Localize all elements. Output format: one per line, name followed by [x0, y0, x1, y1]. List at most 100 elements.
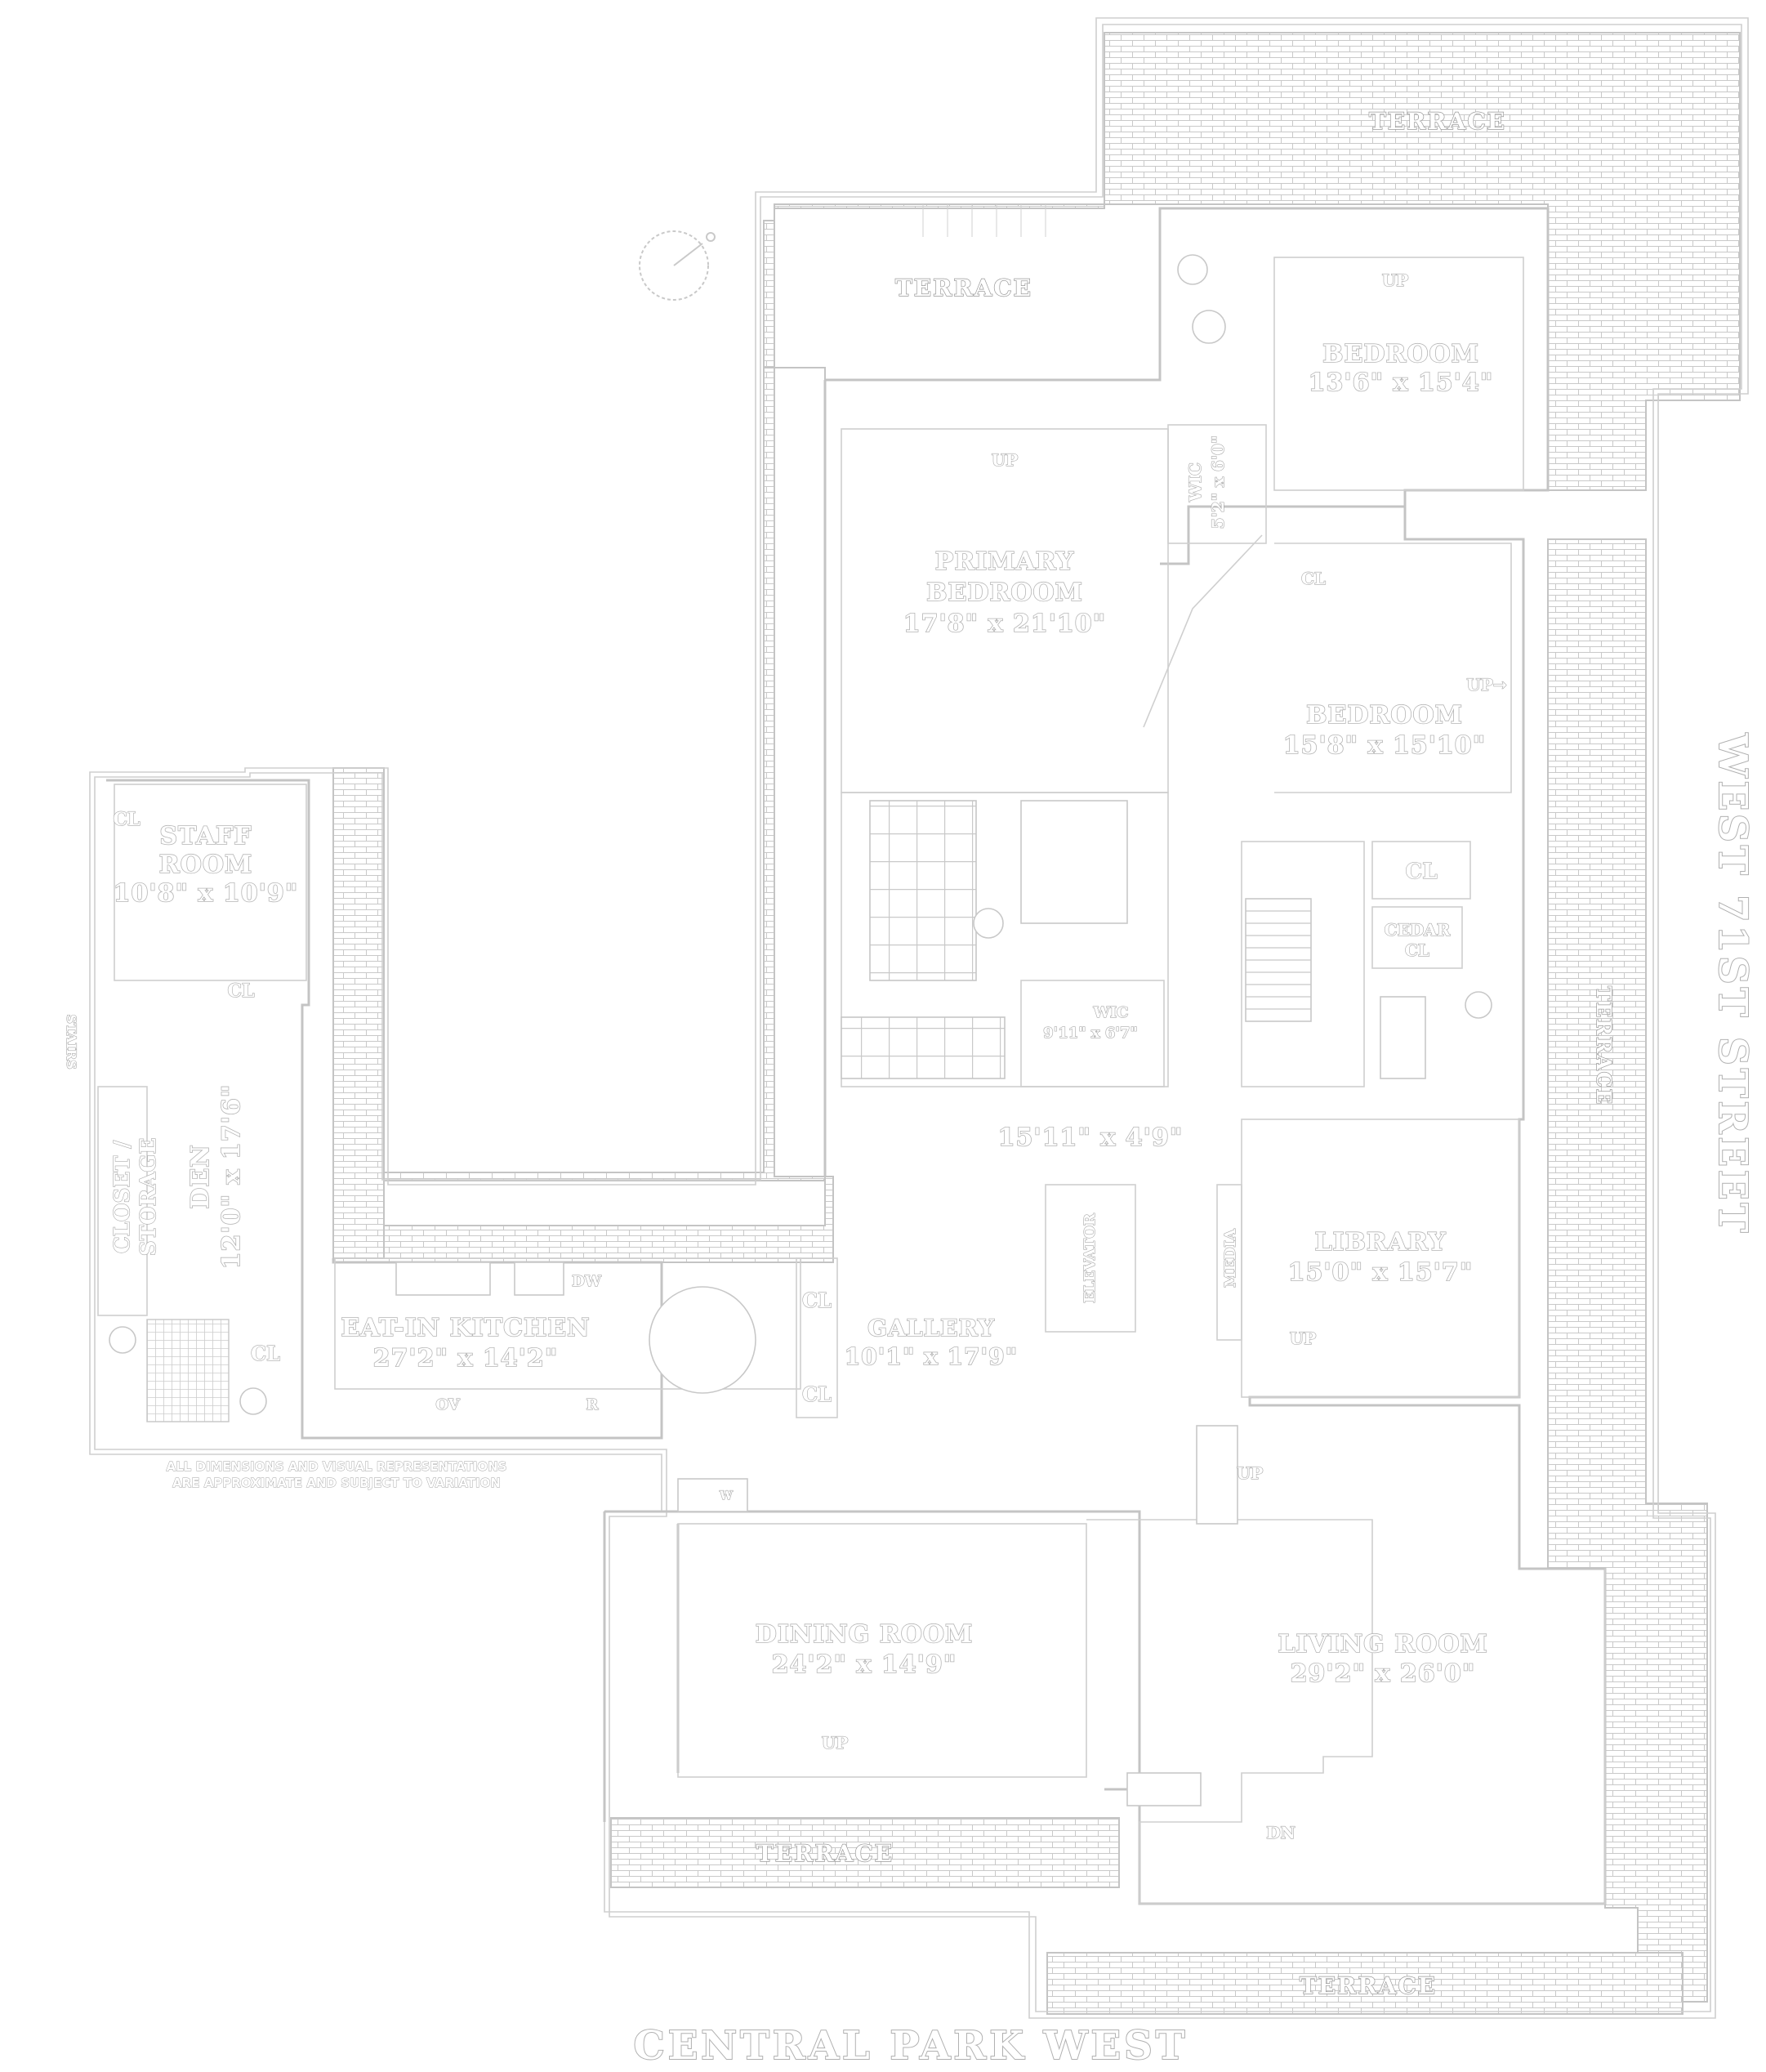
terrace-east-paving	[1547, 538, 1708, 2003]
dining-room-name: DINING ROOM	[756, 1620, 973, 1649]
up-label-north: UP	[1382, 270, 1408, 290]
sink-north	[1192, 310, 1226, 344]
media-label: MEDIA	[1222, 1228, 1239, 1288]
dining-room-size: 24'2" x 14'9"	[772, 1650, 957, 1679]
dw-label: DW	[572, 1273, 602, 1290]
bedroom-north-outline	[1273, 257, 1524, 491]
terrace-west-strip	[332, 367, 834, 1263]
cl-east: CL	[1406, 860, 1438, 884]
terrace-north-label: TERRACE	[1369, 108, 1506, 135]
staff-room-line1: STAFF	[159, 822, 252, 851]
staff-room-line2: ROOM	[159, 851, 252, 879]
wic-north-outline	[1167, 424, 1267, 544]
primary-bedroom-size: 17'8" x 21'10"	[903, 610, 1107, 638]
fixtures	[109, 230, 1492, 1806]
living-room-name: LIVING ROOM	[1278, 1630, 1487, 1659]
closet-storage-outline	[97, 1086, 148, 1316]
staff-bath-tile	[146, 1319, 230, 1422]
bedroom-north-name: BEDROOM	[1322, 340, 1479, 368]
kitchen-name: EAT-IN KITCHEN	[341, 1314, 590, 1342]
primary-bedroom-line1: PRIMARY	[935, 547, 1074, 576]
staircase-east	[1245, 898, 1312, 1022]
street-east-label: WEST 71ST STREET	[1710, 733, 1755, 1236]
up-label-east: UP→	[1466, 675, 1506, 694]
up-label-primary: UP	[992, 450, 1018, 470]
parapet-outline-inner	[94, 24, 1742, 2012]
cedar-cl-line1: CEDAR	[1385, 920, 1451, 940]
up-label-dining: UP	[822, 1733, 848, 1753]
terrace-staff-strip	[332, 767, 385, 1259]
fireplace-hearth	[1126, 1772, 1202, 1806]
library-size: 15'0" x 15'7"	[1288, 1258, 1474, 1287]
bedroom-east-size: 15'8" x 15'10"	[1283, 731, 1487, 760]
terrace-east-label: TERRACE	[1592, 986, 1616, 1105]
closet-storage-line2: STORAGE	[136, 1138, 161, 1257]
gallery-cl-outline	[796, 1257, 838, 1418]
stair-hall-outline	[1241, 841, 1365, 1087]
bedroom-north-size: 13'6" x 15'4"	[1309, 368, 1494, 397]
primary-bath-tile-lower	[841, 1016, 1006, 1079]
wic-primary-size: 9'11" x 6'7"	[1043, 1025, 1138, 1042]
cl-staff: CL	[114, 809, 140, 830]
toilet-east	[1465, 991, 1492, 1019]
cedar-cl-outline	[1371, 906, 1463, 969]
room-partitions	[97, 257, 1606, 1905]
stairs-living	[1196, 1425, 1238, 1525]
toilet-north	[1177, 254, 1208, 285]
bathtub-east	[1380, 996, 1426, 1079]
wic-north-name: WIC	[1185, 462, 1205, 502]
bedroom-east-outline	[1143, 534, 1512, 793]
gallery-name: GALLERY	[867, 1315, 995, 1342]
up-label-library: UP	[1290, 1328, 1316, 1348]
primary-bath-tile	[869, 800, 977, 981]
kitchen-size: 27'2" x 14'2"	[373, 1344, 559, 1373]
terrace-south-left-paving	[610, 1817, 1120, 1888]
terrace-south-right-paving	[1046, 1952, 1683, 2015]
bedroom-east-name: BEDROOM	[1306, 701, 1463, 730]
staff-room-outline	[114, 784, 307, 981]
sink-kitchen	[514, 1262, 564, 1296]
den-size: 12'0" x 17'6"	[217, 1084, 246, 1270]
terrace-northwest-label: TERRACE	[895, 275, 1032, 301]
den-name: DEN	[186, 1144, 215, 1208]
bath-primary-outline	[841, 792, 1169, 1087]
sink-staff	[239, 1387, 267, 1415]
pantry-counter	[677, 1478, 748, 1512]
elevator-label: ELEVATOR	[1081, 1212, 1099, 1303]
terrace-south-left-label: TERRACE	[756, 1840, 894, 1867]
primary-bedroom-line2: BEDROOM	[926, 578, 1083, 607]
terrace-areas	[89, 17, 1749, 2019]
cooktop	[395, 1262, 491, 1296]
cl-bedroom-east: CL	[1301, 569, 1326, 588]
wic-primary-name: WIC	[1093, 1004, 1129, 1021]
cl-outline	[1371, 841, 1471, 900]
cl-gallery-2: CL	[802, 1382, 832, 1406]
stairs-service-label: STAIRS	[64, 1014, 79, 1069]
bathtub-primary	[1020, 800, 1128, 924]
hall-size: 15'11" x 4'9"	[998, 1123, 1184, 1152]
terrace-south-right-label: TERRACE	[1300, 1972, 1437, 1999]
r-label: R	[586, 1396, 600, 1413]
stairs-and-tiles	[146, 204, 1312, 1422]
w-label: W	[719, 1489, 733, 1503]
street-south-label: CENTRAL PARK WEST	[633, 2023, 1188, 2069]
up-label-living: UP	[1237, 1463, 1263, 1483]
closet-labels: CL CL CL CL CL CL CL CEDAR CL	[113, 568, 1451, 1406]
cedar-cl-line2: CL	[1405, 940, 1429, 960]
staff-room-size: 10'8" x 10'9"	[114, 879, 299, 908]
disclaimer-line2: ARE APPROXIMATE AND SUBJECT TO VARIATION	[172, 1476, 501, 1490]
dining-room-outline	[677, 1523, 1087, 1778]
dining-table-kitchen	[649, 1286, 756, 1394]
kitchen-outline	[334, 1257, 801, 1390]
elevator-outline	[1045, 1184, 1136, 1333]
dn-label-living: DN	[1266, 1823, 1296, 1842]
library-name: LIBRARY	[1314, 1228, 1446, 1257]
living-room-outline	[1086, 1519, 1606, 1905]
cl-gallery-1: CL	[802, 1288, 832, 1312]
toilet-primary	[973, 908, 1004, 939]
living-room-size: 29'2" x 26'0"	[1291, 1659, 1476, 1688]
toilet-staff	[109, 1326, 136, 1354]
closet-storage-line1: CLOSET /	[110, 1140, 135, 1253]
